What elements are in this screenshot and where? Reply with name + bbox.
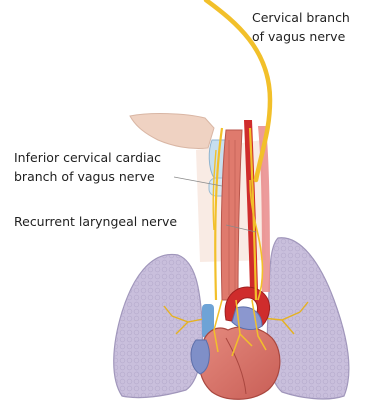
label-recurrent-laryngeal: Recurrent laryngeal nerve [14, 212, 177, 231]
chin-skin [130, 114, 214, 149]
label-cervical-branch-line1: Cervical branch [252, 8, 350, 27]
label-inferior-cardiac-line2: branch of vagus nerve [14, 167, 161, 186]
label-inferior-cardiac: Inferior cervical cardiac branch of vagu… [14, 148, 161, 186]
label-cervical-branch: Cervical branch of vagus nerve [252, 8, 350, 46]
heart [199, 327, 280, 400]
label-cervical-branch-line2: of vagus nerve [252, 27, 350, 46]
label-recurrent-laryngeal-line1: Recurrent laryngeal nerve [14, 212, 177, 231]
esophagus [221, 130, 242, 300]
label-inferior-cardiac-line1: Inferior cervical cardiac [14, 148, 161, 167]
